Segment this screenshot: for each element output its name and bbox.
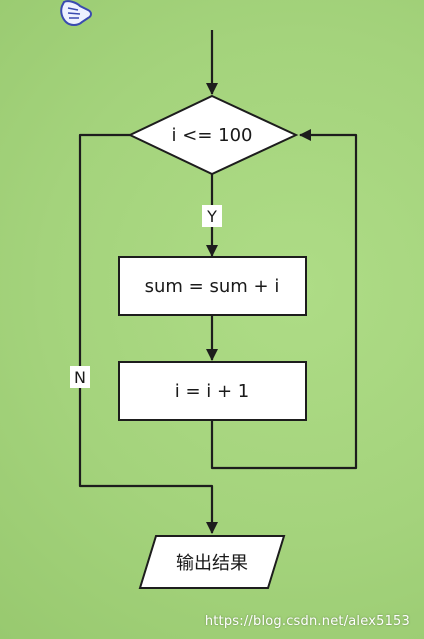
decision-text: i <= 100 bbox=[172, 125, 253, 146]
yes-label-text: Y bbox=[206, 207, 217, 226]
no-label-text: N bbox=[74, 368, 86, 387]
decision-node: i <= 100 bbox=[127, 94, 299, 176]
no-arrow bbox=[78, 133, 218, 534]
process-sum-text: sum = sum + i bbox=[145, 276, 280, 297]
output-node: 输出结果 bbox=[138, 535, 286, 589]
hand-cursor-icon bbox=[60, 0, 92, 26]
loop-back-arrow bbox=[210, 129, 358, 470]
yes-label: Y bbox=[202, 205, 222, 227]
output-text: 输出结果 bbox=[176, 553, 248, 574]
process-inc-text: i = i + 1 bbox=[175, 381, 250, 402]
process-inc-node: i = i + 1 bbox=[118, 361, 307, 421]
process-sum-node: sum = sum + i bbox=[118, 256, 307, 316]
watermark: https://blog.csdn.net/alex5153 bbox=[204, 614, 410, 629]
no-label: N bbox=[70, 366, 90, 388]
